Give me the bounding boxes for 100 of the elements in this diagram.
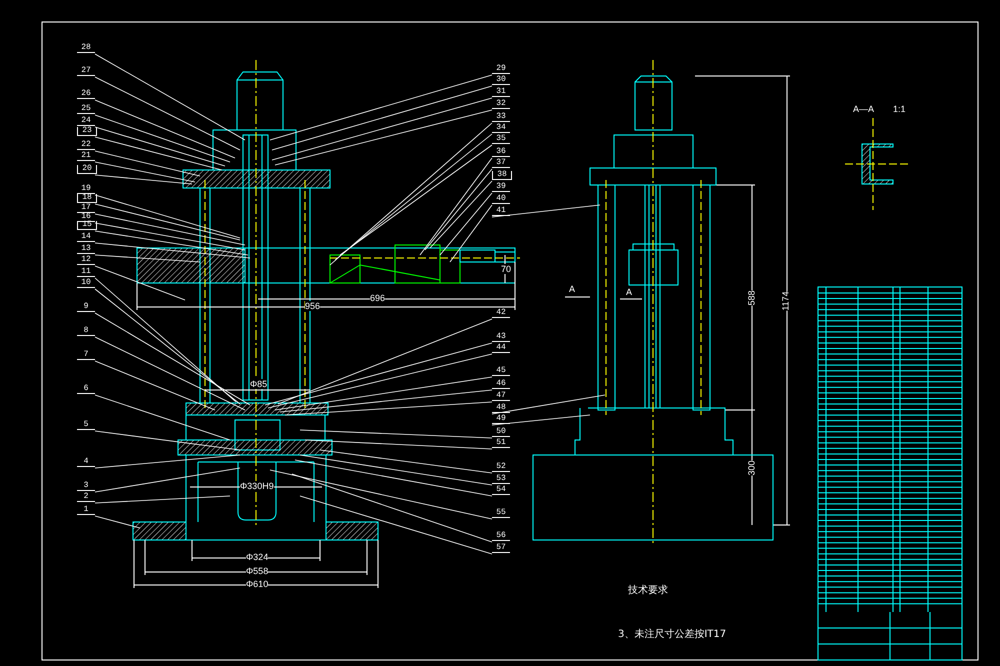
leader-line — [264, 342, 492, 406]
leader-line — [94, 468, 240, 492]
leader-line — [94, 394, 230, 440]
leader-line — [94, 430, 240, 450]
dimension-text: Φ558 — [246, 566, 268, 576]
callout-number: 14 — [77, 233, 95, 242]
leader-line — [94, 136, 222, 170]
leader-line — [272, 98, 492, 160]
leader-line — [278, 318, 492, 404]
callout-number: 30 — [492, 76, 510, 85]
dimension-text: Φ324 — [246, 552, 268, 562]
leader-line — [94, 162, 196, 182]
callout-number: 44 — [492, 344, 510, 353]
leader-line — [340, 144, 492, 256]
callout-number: 45 — [492, 367, 510, 376]
callout-number: 26 — [77, 90, 95, 99]
callout-number: 33 — [492, 113, 510, 122]
leader-line — [270, 470, 492, 520]
callout-number: 16 — [77, 213, 95, 222]
callout-number: 5 — [77, 421, 95, 430]
dimension-text: 70 — [501, 264, 512, 274]
callout-number: 22 — [77, 141, 95, 150]
leader-line — [94, 242, 250, 258]
callout-number: 6 — [77, 385, 95, 394]
callout-number: 49 — [492, 415, 510, 424]
leader-line — [292, 474, 492, 542]
callout-number: 12 — [77, 256, 95, 265]
callout-number: 56 — [492, 532, 510, 541]
leader-line — [274, 376, 492, 410]
callout-number: 1 — [77, 506, 95, 515]
dimension-text: Φ85 — [250, 379, 268, 389]
leader-line — [94, 254, 200, 262]
leader-line — [280, 390, 492, 412]
callout-number: 13 — [77, 245, 95, 254]
leader-line — [492, 394, 606, 414]
callout-number: 11 — [77, 268, 95, 277]
leader-line — [320, 450, 492, 474]
callout-number: 25 — [77, 105, 95, 114]
section-label: A — [626, 287, 632, 297]
leader-line — [94, 496, 230, 504]
callout-number: 42 — [492, 309, 510, 318]
callout-number: 29 — [492, 65, 510, 74]
callout-number: 54 — [492, 486, 510, 495]
notes-heading: 技术要求 — [628, 584, 668, 597]
callout-number: 21 — [77, 152, 95, 161]
leader-line — [94, 266, 186, 300]
leader-line — [424, 168, 492, 250]
callout-number: 37 — [492, 159, 510, 168]
leader-line — [284, 402, 492, 416]
dimension-text: Φ610 — [246, 579, 268, 589]
callout-number: 41 — [492, 207, 510, 216]
leader-line — [94, 174, 192, 184]
leader-line — [94, 360, 216, 410]
leader-line — [274, 110, 492, 166]
callout-number: 34 — [492, 124, 510, 133]
section-label: A — [569, 284, 576, 294]
callout-number: 48 — [492, 404, 510, 413]
callout-number: 7 — [77, 351, 95, 360]
leader-line — [94, 204, 240, 240]
leader-line — [440, 192, 492, 256]
leader-line — [94, 54, 246, 140]
callout-number: 39 — [492, 183, 510, 192]
leader-line — [450, 204, 492, 262]
callout-number: 55 — [492, 509, 510, 518]
leader-line — [94, 336, 246, 410]
leader-line — [492, 414, 590, 426]
leader-line — [94, 214, 246, 246]
callout-number: 51 — [492, 439, 510, 448]
leader-line — [294, 460, 492, 496]
callout-number: 9 — [77, 303, 95, 312]
callout-number: 24 — [77, 117, 95, 126]
callout-number: 38 — [492, 171, 512, 180]
leader-line — [94, 100, 236, 158]
callout-number: 31 — [492, 88, 510, 97]
leader-line — [94, 516, 140, 528]
scale-label: 1:1 — [893, 104, 906, 114]
callout-number: 47 — [492, 392, 510, 401]
callout-number: 52 — [492, 463, 510, 472]
callout-number: 28 — [77, 44, 95, 53]
dimension-text: Φ330H9 — [240, 481, 274, 491]
callout-number: 27 — [77, 67, 95, 76]
callout-number: 46 — [492, 380, 510, 389]
leader-line — [94, 454, 240, 468]
dimension-text: 1174 — [780, 291, 791, 311]
leader-line — [492, 204, 600, 218]
leader-line — [420, 158, 492, 256]
leader-line — [94, 126, 226, 166]
leader-line — [270, 74, 492, 140]
callout-number: 36 — [492, 148, 510, 157]
note-text: 3、未注尺寸公差按IT17 — [618, 628, 726, 641]
leader-line — [94, 150, 200, 176]
callout-number: 20 — [77, 165, 97, 174]
leader-line — [94, 230, 248, 256]
leader-line — [94, 312, 250, 406]
callout-number: 2 — [77, 493, 95, 502]
callout-number: 35 — [492, 135, 510, 144]
callout-number: 50 — [492, 428, 510, 437]
leader-line — [94, 114, 230, 162]
callout-number: 8 — [77, 327, 95, 336]
leader-line — [94, 76, 240, 150]
